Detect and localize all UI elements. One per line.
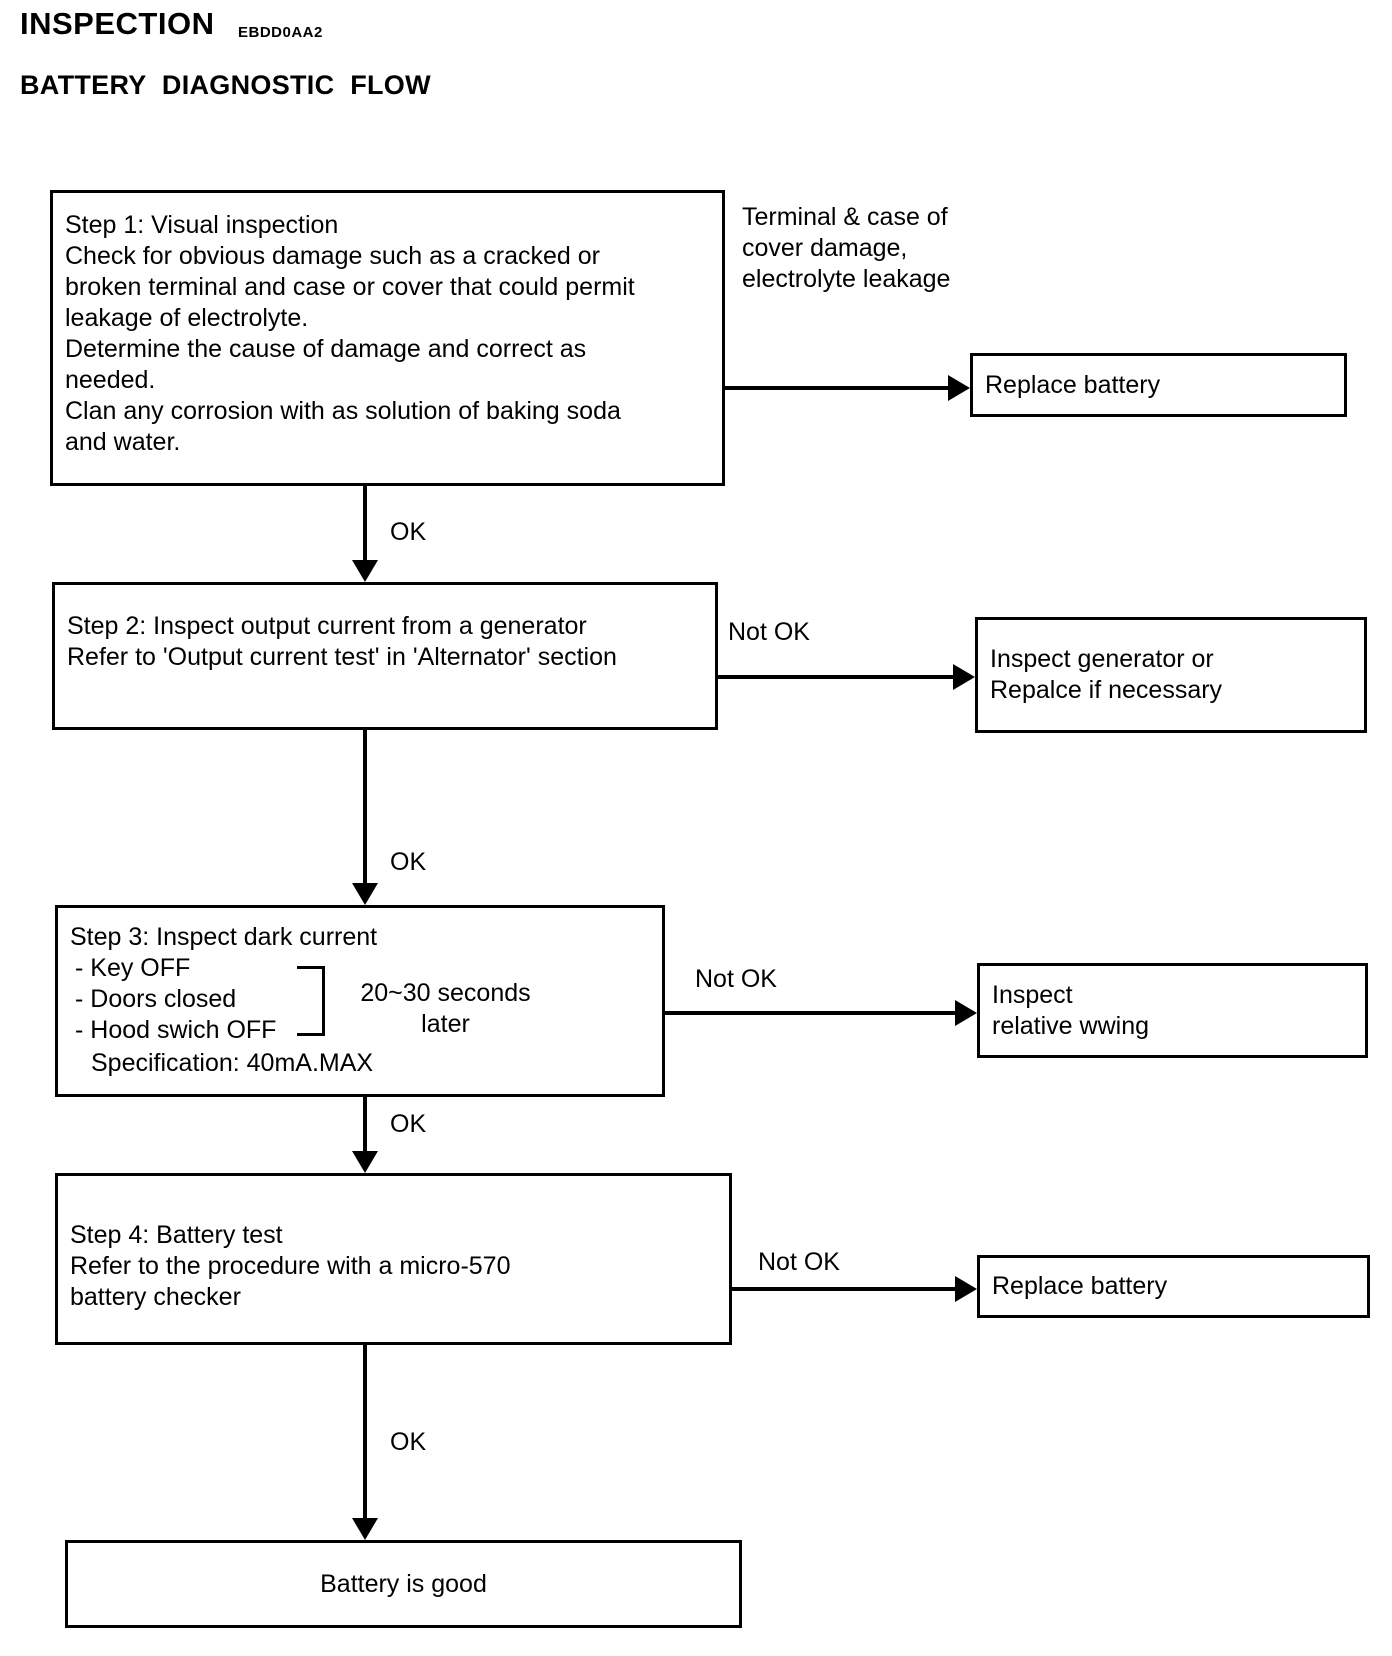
ok-label-3: OK (390, 1110, 427, 1138)
step3-timing-note: 20~30 seconds later (348, 978, 543, 1040)
inspect-generator-box: Inspect generator or Repalce if necessar… (975, 617, 1367, 733)
step1-line: and water. (65, 428, 181, 456)
ok-arrow-2-head (352, 883, 378, 905)
step3-timing-line: later (421, 1010, 470, 1038)
terminal-damage-note-line: electrolyte leakage (742, 265, 951, 293)
step2-line: Refer to 'Output current test' in 'Alter… (67, 643, 617, 671)
replace-battery-1-label: Replace battery (985, 370, 1161, 399)
not-ok-label-2: Not OK (728, 618, 810, 646)
battery-good-box: Battery is good (65, 1540, 742, 1628)
step4-line: Step 4: Battery test (70, 1221, 283, 1249)
not-ok-arrow-2-head (953, 664, 975, 690)
ok-arrow-3-head (352, 1151, 378, 1173)
ok-arrow-3-line (363, 1097, 367, 1153)
inspect-generator-line: Inspect generator or (990, 645, 1214, 673)
ok-arrow-2-line (363, 730, 367, 885)
ok-label-1: OK (390, 518, 427, 546)
step1-line: Determine the cause of damage and correc… (65, 335, 587, 363)
not-ok-arrow-1-head (948, 375, 970, 401)
timing-bracket (322, 966, 325, 1036)
doc-code: EBDD0AA2 (238, 24, 323, 41)
page-title: INSPECTION (20, 6, 215, 41)
ok-label-4: OK (390, 1428, 427, 1456)
battery-good-label: Battery is good (320, 1569, 487, 1598)
ok-arrow-1-head (352, 560, 378, 582)
step4-line: battery checker (70, 1283, 241, 1311)
not-ok-label-4: Not OK (758, 1248, 840, 1276)
not-ok-arrow-4-line (732, 1287, 957, 1291)
not-ok-arrow-4-head (955, 1276, 977, 1302)
step3-spec: Specification: 40mA.MAX (91, 1049, 374, 1077)
step1-line: Clan any corrosion with as solution of b… (65, 397, 621, 425)
inspect-wiring-line: relative wwing (992, 1011, 1150, 1040)
terminal-damage-note-line: Terminal & case of (742, 203, 948, 231)
ok-arrow-1-line (363, 486, 367, 562)
ok-label-2: OK (390, 848, 427, 876)
step3-bullet: - Doors closed (75, 985, 237, 1013)
step1-line: Check for obvious damage such as a crack… (65, 242, 600, 270)
replace-battery-1-box: Replace battery (970, 353, 1347, 417)
ok-arrow-4-line (363, 1345, 367, 1520)
section-title: BATTERY DIAGNOSTIC FLOW (20, 70, 431, 100)
inspect-wiring-line: Inspect (992, 980, 1073, 1009)
step3-bullet: - Key OFF (75, 954, 191, 982)
terminal-damage-note-line: cover damage, (742, 234, 908, 262)
timing-bracket (297, 966, 325, 969)
ok-arrow-4-head (352, 1518, 378, 1540)
replace-battery-2-label: Replace battery (992, 1272, 1168, 1300)
step3-bullet: - Hood swich OFF (75, 1016, 277, 1044)
not-ok-arrow-2-line (718, 675, 955, 679)
step2-box: Step 2: Inspect output current from a ge… (52, 582, 718, 730)
timing-bracket (297, 1033, 325, 1036)
not-ok-arrow-3-line (665, 1011, 957, 1015)
inspect-wiring-box: Inspect relative wwing (977, 963, 1368, 1058)
inspect-generator-line: Repalce if necessary (990, 676, 1223, 704)
replace-battery-2-box: Replace battery (977, 1255, 1370, 1318)
step3-timing-line: 20~30 seconds (360, 979, 531, 1007)
terminal-damage-note: Terminal & case of cover damage, electro… (742, 202, 950, 295)
step1-line: broken terminal and case or cover that c… (65, 273, 635, 301)
step4-box: Step 4: Battery test Refer to the proced… (55, 1173, 732, 1345)
step1-line: leakage of electrolyte. (65, 304, 309, 332)
step1-line: Step 1: Visual inspection (65, 211, 339, 239)
step3-box: Step 3: Inspect dark current - Key OFF -… (55, 905, 665, 1097)
step1-line: needed. (65, 366, 156, 394)
step1-box: Step 1: Visual inspection Check for obvi… (50, 190, 725, 486)
step4-line: Refer to the procedure with a micro-570 (70, 1252, 511, 1280)
not-ok-arrow-3-head (955, 1000, 977, 1026)
not-ok-label-3: Not OK (695, 965, 777, 993)
step2-line: Step 2: Inspect output current from a ge… (67, 612, 587, 640)
step3-title: Step 3: Inspect dark current (70, 923, 378, 951)
not-ok-arrow-1-line (725, 386, 950, 390)
